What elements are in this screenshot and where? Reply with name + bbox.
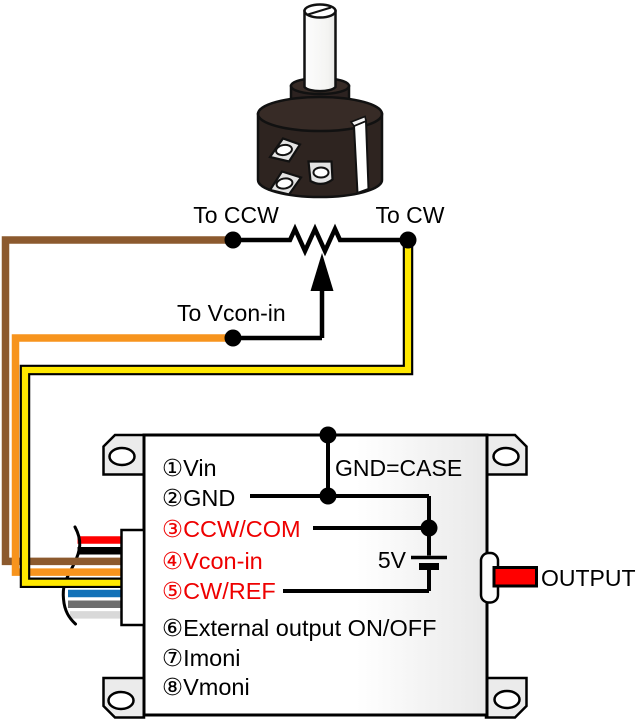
ear-hole xyxy=(493,689,521,710)
pot-body-stripe xyxy=(352,119,370,195)
pot-lug-icon xyxy=(268,137,302,163)
ear-hole xyxy=(492,446,520,467)
to-cw-label: To CW xyxy=(375,202,445,228)
pot-lug-icon xyxy=(307,160,334,185)
ear-hole xyxy=(108,446,136,467)
left-connector xyxy=(120,528,146,627)
potentiometer-icon xyxy=(256,3,384,199)
pin-label-cw-ref: ⑤CW/REF xyxy=(162,578,276,604)
wire-orange-vcon xyxy=(11,334,233,576)
gnd-junction-dot xyxy=(319,487,337,505)
cw-terminal-dot xyxy=(399,231,417,249)
pot-body xyxy=(256,95,384,199)
output-label: OUTPUT xyxy=(541,565,636,591)
to-vcon-in-label: To Vcon-in xyxy=(177,300,286,326)
pot-lug-icon xyxy=(268,170,303,196)
pin-label-gnd: ②GND xyxy=(162,485,236,511)
ear-hole xyxy=(107,690,135,711)
wire-brown-ccw xyxy=(1,236,233,566)
pin-label-vcon-in: ④Vcon-in xyxy=(162,548,263,574)
to-ccw-label: To CCW xyxy=(193,202,279,228)
resistor-symbol-icon xyxy=(233,223,408,257)
pot-body-stripe-top xyxy=(349,115,367,127)
shaft-slot xyxy=(307,6,332,16)
pin-label-ccw-com: ③CCW/COM xyxy=(162,516,301,542)
wiper-arrow-icon xyxy=(310,253,334,338)
gnd-case-label: GND=CASE xyxy=(335,455,463,481)
pin-label-vmoni: ⑧Vmoni xyxy=(162,674,250,700)
wire-yellow-cw xyxy=(19,240,414,589)
pin-label-ext-onoff: ⑥External output ON/OFF xyxy=(162,615,437,641)
output-wire-red xyxy=(492,566,538,588)
pin-label-vin: ①Vin xyxy=(162,455,217,481)
vcon-terminal-dot xyxy=(224,329,242,347)
ccw-junction-dot xyxy=(420,519,438,537)
pin-label-imoni: ⑦Imoni xyxy=(162,645,241,671)
internal-wiring xyxy=(250,436,431,593)
ccw-terminal-dot xyxy=(224,231,242,249)
case-junction-dot xyxy=(319,426,337,444)
battery-icon xyxy=(411,555,447,570)
battery-voltage-label: 5V xyxy=(377,547,406,573)
pot-shaft xyxy=(303,3,337,93)
mounting-ear-holes xyxy=(107,446,521,711)
